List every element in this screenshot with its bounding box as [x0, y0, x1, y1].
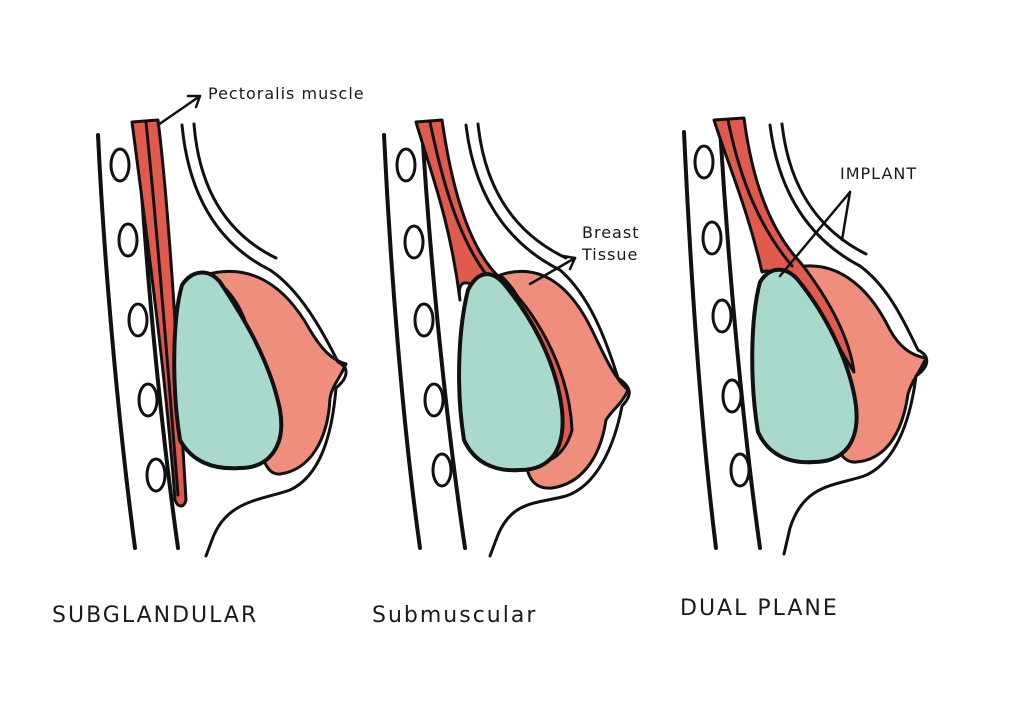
rib [145, 457, 167, 493]
breast-tissue-label-line1: Breast [582, 223, 639, 242]
rib [109, 147, 131, 183]
caption-subglandular: SUBGLANDULAR [52, 603, 258, 628]
pectoralis-arrow [156, 94, 202, 127]
chest-wall-back-line [382, 133, 422, 550]
caption-dual-plane: DUAL PLANE [680, 596, 839, 621]
implant [750, 267, 859, 465]
implant-label: IMPLANT [840, 164, 917, 183]
rib [137, 382, 159, 418]
muscle-fiber-line [428, 120, 496, 286]
ribs [693, 144, 751, 488]
rib [693, 144, 715, 180]
rib [711, 298, 733, 334]
rib [721, 378, 743, 414]
panel-submuscular [382, 118, 631, 558]
skin-outline [180, 123, 348, 558]
muscle-fiber-line [144, 120, 180, 497]
skin-outline [768, 123, 929, 556]
panel-captions: SUBGLANDULAR Submuscular DUAL PLANE [52, 596, 839, 628]
annotation-labels: Pectoralis muscle Breast Tissue IMPLANT [208, 84, 917, 264]
rib [127, 302, 149, 338]
breast-tissue-arrow [528, 256, 577, 286]
breast-tissue-label-line2: Tissue [581, 245, 638, 264]
ribs [109, 147, 167, 493]
pectoralis-label: Pectoralis muscle [208, 84, 365, 103]
skin-inner-line [192, 122, 278, 260]
rib [729, 452, 751, 488]
muscle-fiber-line [726, 118, 794, 268]
annotation-arrows [156, 94, 852, 286]
skin-inner-line [780, 122, 868, 256]
rib [431, 452, 453, 488]
rib [413, 302, 435, 338]
implant-arrow-short [840, 190, 852, 242]
rib [395, 147, 417, 183]
ribs [395, 147, 453, 488]
chest-wall-back-line [96, 133, 137, 550]
pectoralis-arrowhead [186, 94, 202, 109]
panel-subglandular [96, 118, 348, 558]
skin-outline [464, 123, 631, 558]
implant [172, 270, 284, 471]
chest-wall-front-line [718, 126, 762, 550]
panel-dual-plane [682, 116, 929, 556]
caption-submuscular: Submuscular [372, 603, 537, 628]
rib [701, 220, 723, 256]
rib [117, 222, 139, 258]
chest-wall-back-line [682, 130, 718, 550]
skin-inner-line [476, 122, 568, 260]
chest-wall-front-line [420, 126, 467, 550]
rib [423, 382, 445, 418]
rib [403, 224, 425, 260]
implant [457, 272, 565, 473]
breast-tissue-arrowhead [561, 254, 577, 271]
implant-arrow-long [778, 190, 852, 278]
